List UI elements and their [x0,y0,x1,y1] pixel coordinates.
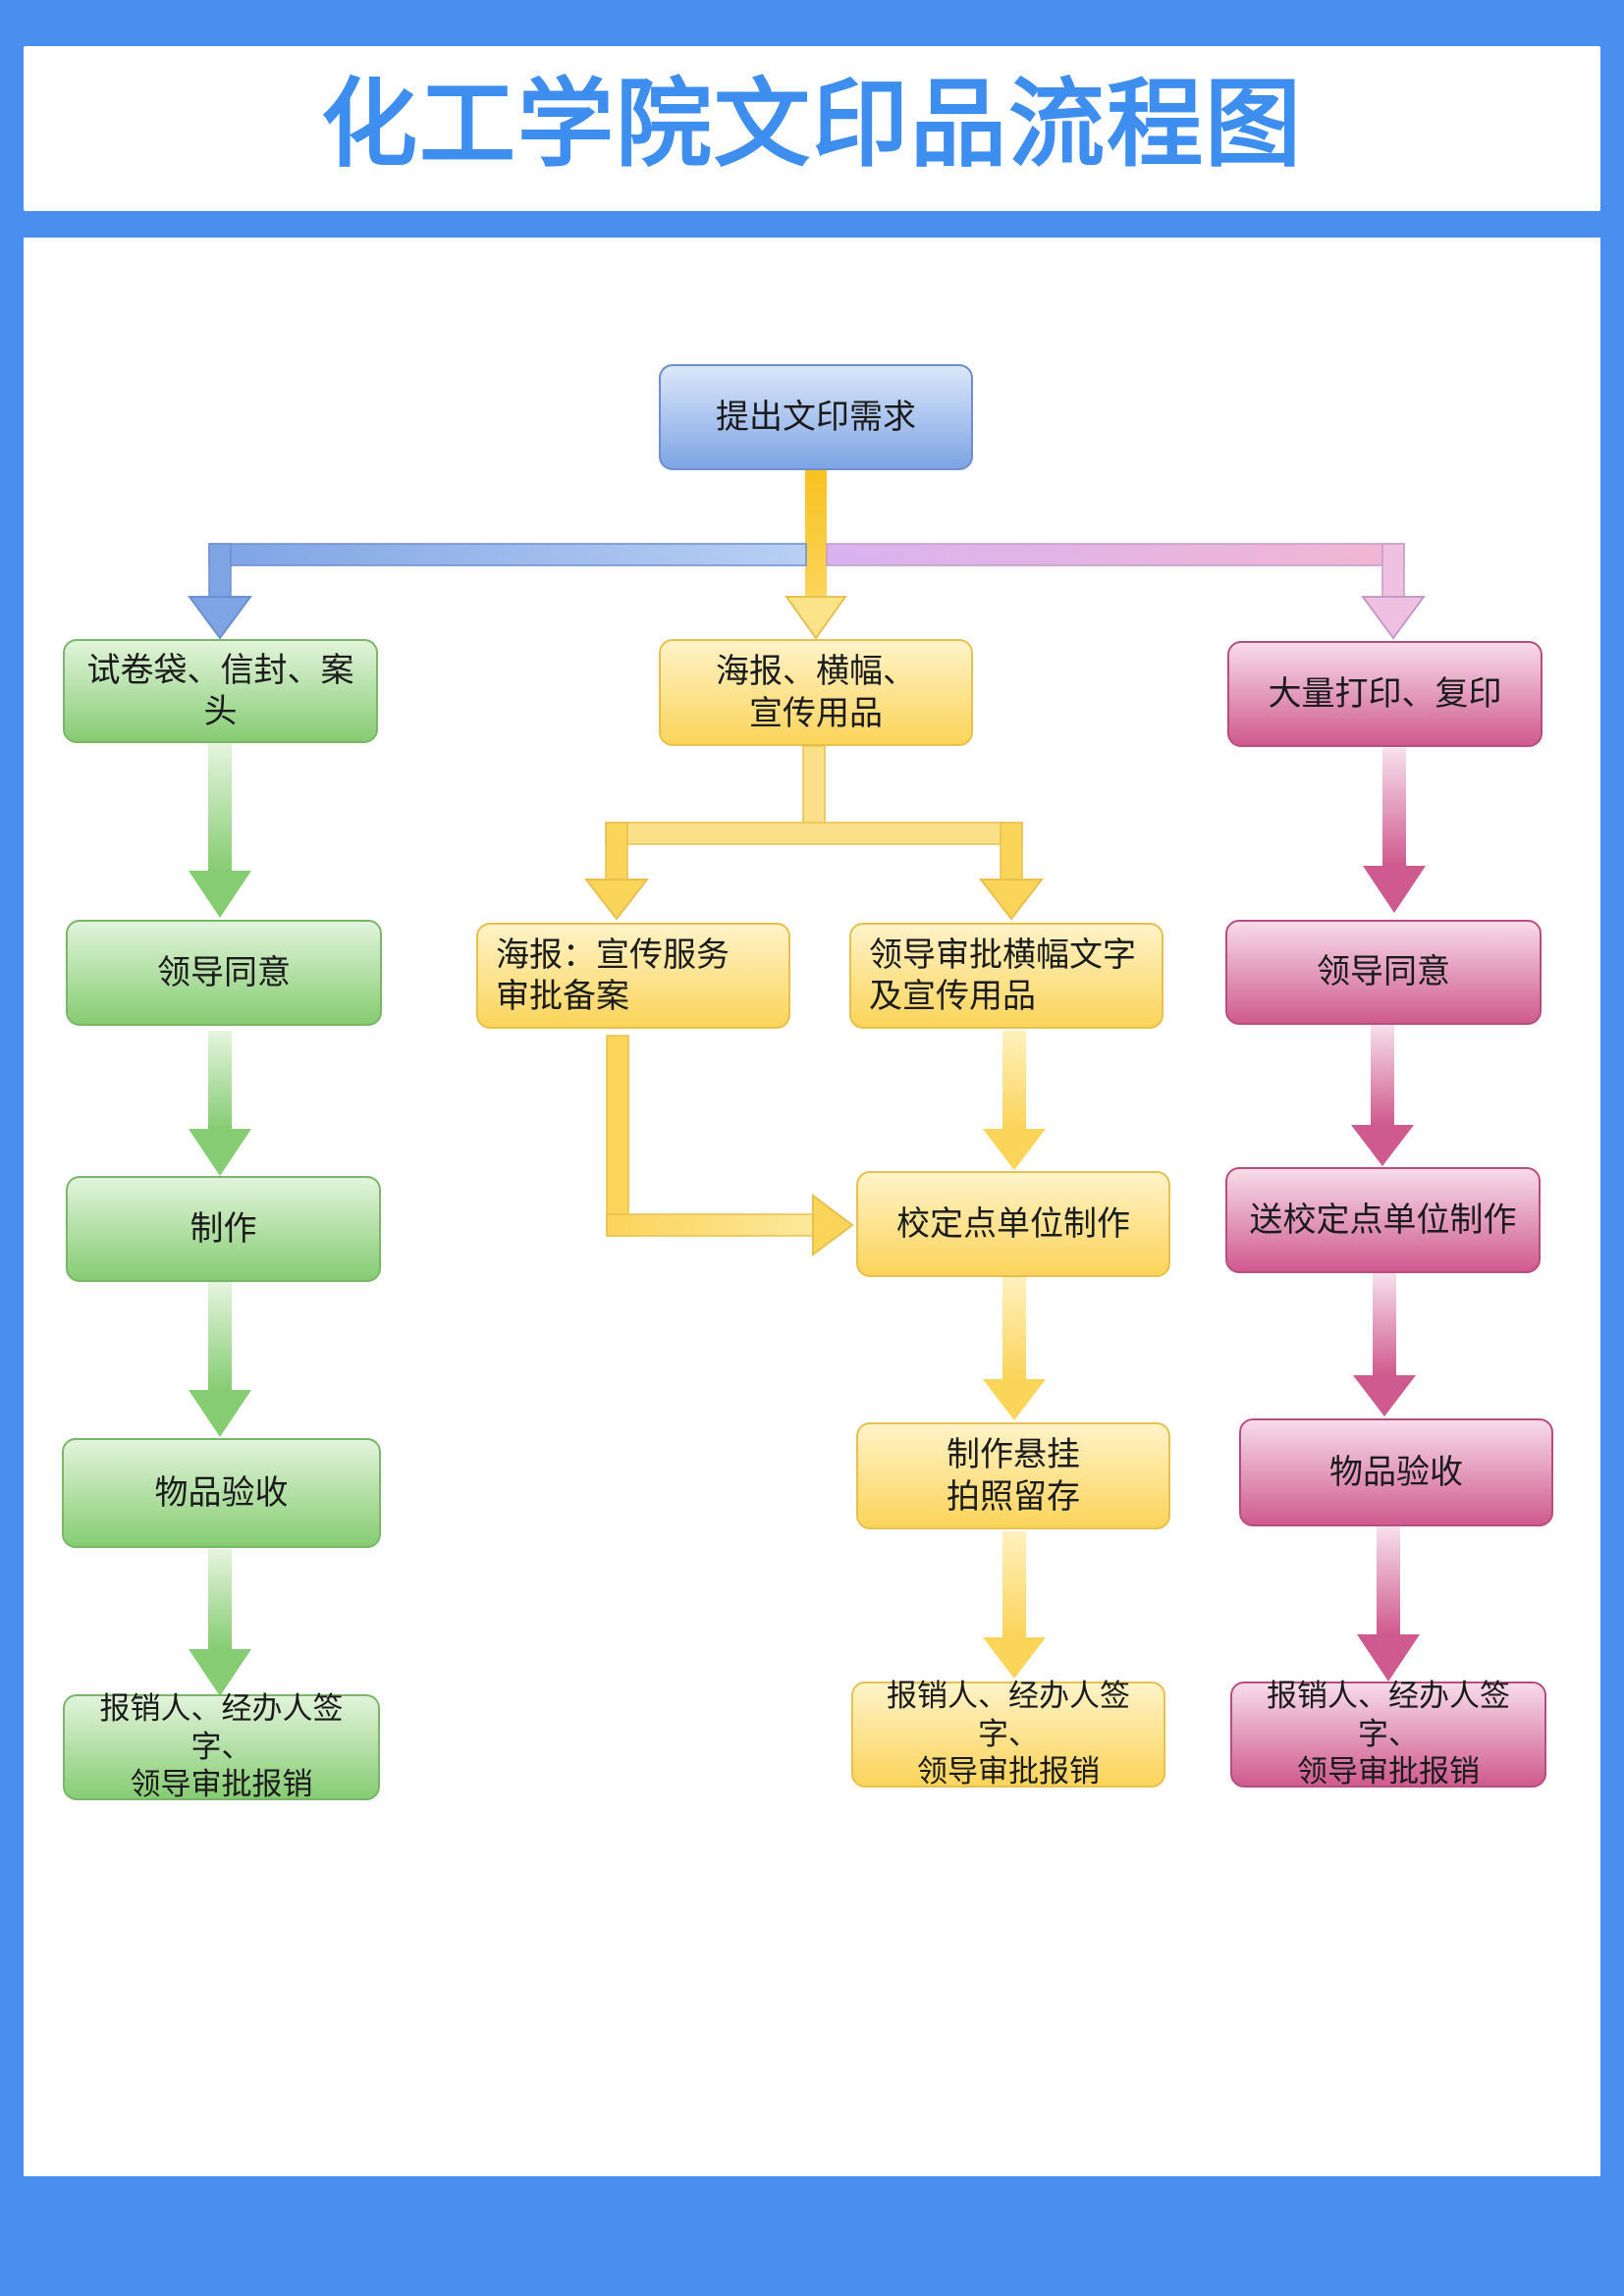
green-arrow-1 [189,743,251,918]
node-yellow-posters: 海报、横幅、 宣传用品 [659,639,973,746]
node-green-inspect: 物品验收 [62,1438,381,1548]
node-yellow-reimburse: 报销人、经办人签字、 领导审批报销 [851,1679,1165,1789]
node-pink-approve: 领导同意 [1225,920,1542,1025]
node-yellow-hang-photo: 制作悬挂 拍照留存 [856,1422,1170,1529]
node-pink-printing: 大量打印、复印 [1227,641,1543,747]
node-pink-inspect: 物品验收 [1239,1418,1553,1526]
node-green-reimburse: 报销人、经办人签字、 领导审批报销 [63,1691,380,1802]
node-yellow-banner-approval: 领导审批横幅文字 及宣传用品 [849,923,1164,1029]
page-title: 化工学院文印品流程图 [320,69,1303,181]
yellow-elbow-arrow [606,1035,854,1256]
node-green-produce: 制作 [66,1176,381,1282]
trunk-arrow [785,469,847,640]
pink-arrow-3 [1353,1273,1416,1416]
node-start: 提出文印需求 [659,364,973,470]
title-panel: 化工学院文印品流程图 [24,46,1600,211]
node-green-items: 试卷袋、信封、案头 [63,639,378,743]
node-yellow-produce: 校定点单位制作 [856,1171,1170,1277]
yellow-arrow-3 [983,1531,1046,1679]
node-green-approve: 领导同意 [66,920,382,1026]
node-yellow-poster-approval: 海报：宣传服务 审批备案 [476,923,790,1029]
branch-arrow-left [188,543,807,640]
pink-arrow-1 [1363,748,1426,913]
branch-arrow-right [826,543,1426,640]
node-pink-reimburse: 报销人、经办人签字、 领导审批报销 [1230,1679,1546,1789]
green-arrow-4 [189,1549,251,1696]
green-arrow-3 [189,1282,251,1437]
yellow-arrow-1 [983,1031,1046,1170]
pink-arrow-4 [1357,1526,1420,1682]
yellow-arrow-2 [983,1277,1046,1420]
green-arrow-2 [189,1031,251,1176]
pink-arrow-2 [1351,1025,1414,1166]
node-pink-send: 送校定点单位制作 [1225,1167,1541,1273]
yellow-split-arrow [583,745,1045,921]
